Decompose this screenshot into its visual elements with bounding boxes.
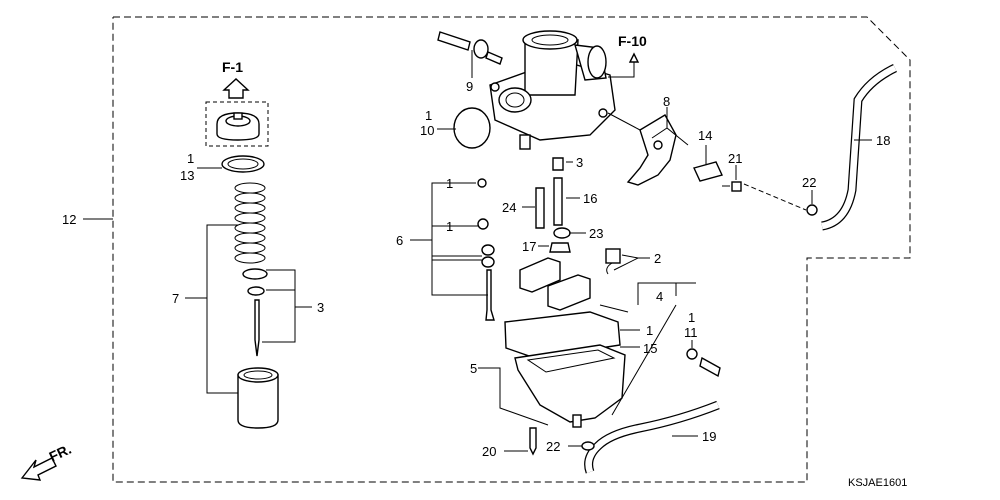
callout-4: 4 bbox=[656, 289, 663, 304]
callout-24: 24 bbox=[502, 200, 516, 215]
top-cap-part bbox=[205, 101, 269, 147]
f1-arrow-icon bbox=[222, 78, 250, 99]
callout-1f: 1 bbox=[688, 310, 695, 325]
piston-valve-part bbox=[237, 367, 279, 429]
callout-3b: 3 bbox=[576, 155, 583, 170]
float-valve-part bbox=[605, 248, 621, 275]
callout-3a: 3 bbox=[317, 300, 324, 315]
callout-22a: 22 bbox=[802, 175, 816, 190]
jet-parts bbox=[477, 157, 571, 321]
front-label: FR. bbox=[47, 441, 74, 465]
choke-lever-part bbox=[626, 114, 677, 186]
callout-22b: 22 bbox=[546, 439, 560, 454]
clip-22a-part bbox=[806, 204, 818, 216]
callout-14: 14 bbox=[698, 128, 712, 143]
spring-part bbox=[234, 182, 266, 264]
callout-1d: 1 bbox=[446, 219, 453, 234]
screw-20-part bbox=[529, 427, 537, 456]
callout-23: 23 bbox=[589, 226, 603, 241]
callout-5: 5 bbox=[470, 361, 477, 376]
callout-18: 18 bbox=[876, 133, 890, 148]
clip-22b-part bbox=[581, 441, 595, 451]
callout-6: 6 bbox=[396, 233, 403, 248]
callout-1e: 1 bbox=[646, 323, 653, 338]
float-chamber-part bbox=[514, 344, 626, 428]
callout-7: 7 bbox=[172, 291, 179, 306]
ref-f10: F-10 bbox=[618, 33, 647, 49]
callout-13: 13 bbox=[180, 168, 194, 183]
drain-screw-part bbox=[686, 348, 721, 378]
hose-19-part bbox=[584, 400, 720, 474]
callout-10: 10 bbox=[420, 123, 434, 138]
callout-12: 12 bbox=[62, 212, 76, 227]
carburetor-body-part bbox=[489, 30, 616, 150]
needle-clip-part bbox=[242, 268, 268, 357]
callout-1c: 1 bbox=[446, 176, 453, 191]
left-leader-lines bbox=[83, 167, 312, 394]
callout-17: 17 bbox=[522, 239, 536, 254]
hose-18-part bbox=[820, 63, 898, 231]
gasket-10-part bbox=[453, 107, 491, 149]
bracket-6-lines bbox=[410, 182, 488, 296]
callout-11: 11 bbox=[684, 325, 698, 340]
callout-20: 20 bbox=[482, 444, 496, 459]
callout-2: 2 bbox=[654, 251, 661, 266]
callout-21: 21 bbox=[728, 151, 742, 166]
callout-9: 9 bbox=[466, 79, 473, 94]
ref-f1: F-1 bbox=[222, 59, 243, 75]
callout-1a: 1 bbox=[187, 151, 194, 166]
float-part bbox=[519, 257, 629, 313]
throttle-screw-part bbox=[437, 31, 503, 65]
assembly-frame bbox=[112, 16, 911, 483]
diagram-code: KSJAE1601 bbox=[848, 477, 907, 489]
screw-21-part bbox=[722, 181, 742, 192]
callout-8: 8 bbox=[663, 94, 670, 109]
callout-16: 16 bbox=[583, 191, 597, 206]
callout-19: 19 bbox=[702, 429, 716, 444]
front-arrow-icon bbox=[20, 457, 57, 481]
callout-1b: 1 bbox=[425, 108, 432, 123]
plate-14-part bbox=[693, 161, 723, 182]
o-ring-13-part bbox=[221, 155, 265, 173]
